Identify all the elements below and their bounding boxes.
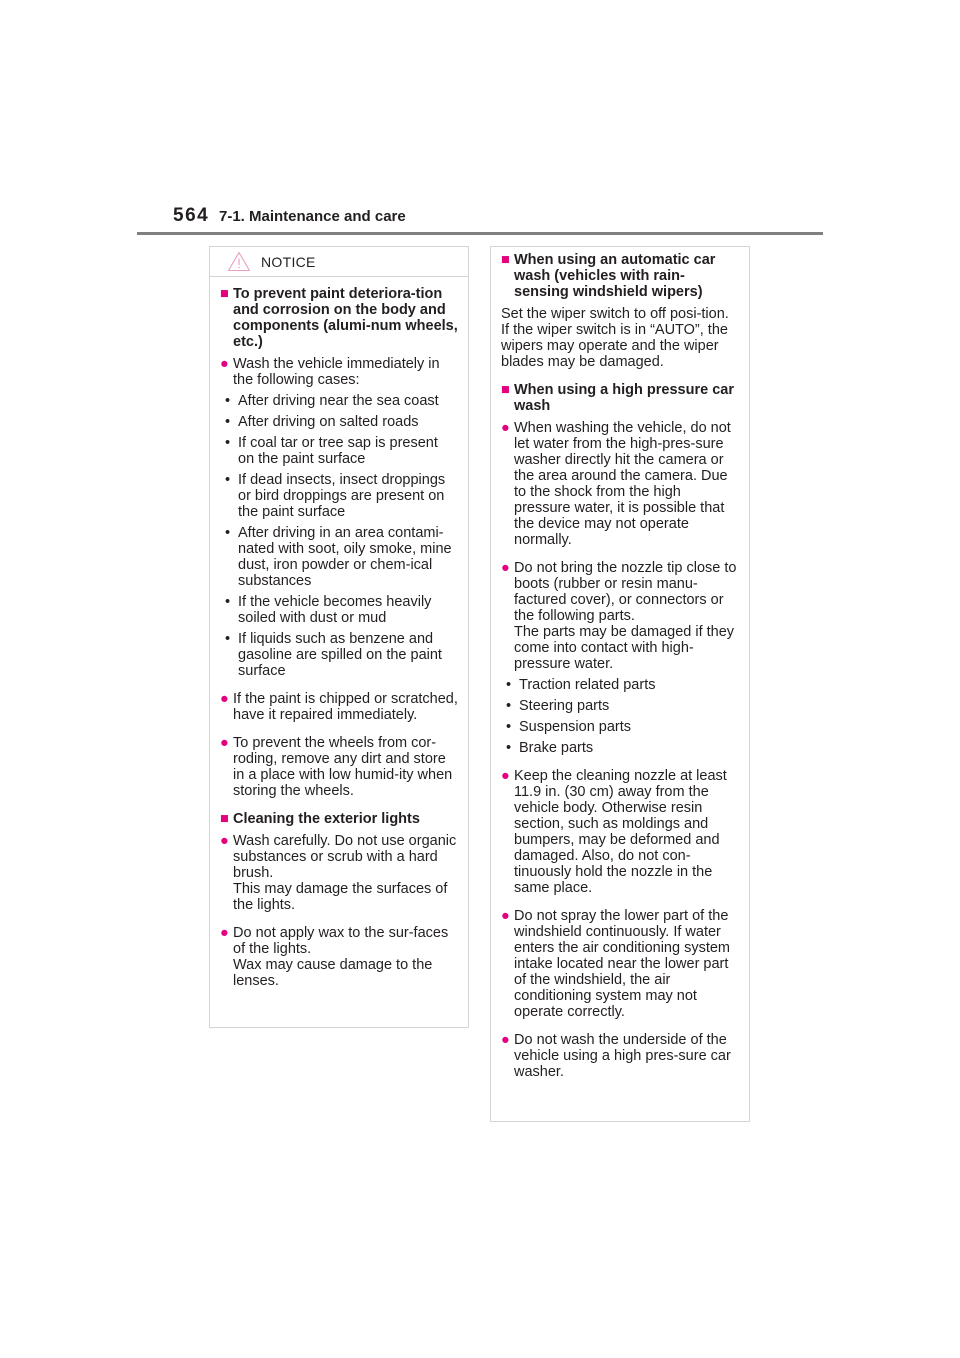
list-item: •Steering parts	[506, 698, 610, 714]
section-heading: ■When using an automatic car wash (vehic…	[501, 252, 716, 300]
round-bullet-icon: ●	[501, 420, 510, 436]
list-item: •Traction related parts	[506, 677, 656, 693]
square-bullet-icon: ■	[220, 811, 229, 827]
round-bullet-icon: ●	[501, 560, 510, 576]
list-item: •After driving on salted roads	[225, 414, 419, 430]
bullet-paragraph: ●Do not wash the underside of the vehicl…	[501, 1032, 731, 1080]
bullet-paragraph: ●If the paint is chipped or scratched, h…	[220, 691, 458, 723]
bullet-paragraph: ●Wash carefully. Do not use organic subs…	[220, 833, 457, 913]
list-item: •After driving near the sea coast	[225, 393, 439, 409]
round-bullet-icon: ●	[220, 735, 229, 751]
notice-content: ■When using an automatic car wash (vehic…	[491, 247, 749, 1080]
section-heading: ■To prevent paint deteriora-tion and cor…	[220, 286, 458, 350]
square-bullet-icon: ■	[501, 252, 510, 268]
list-item: •If coal tar or tree sap is present on t…	[225, 435, 438, 467]
round-bullet-icon: ●	[220, 925, 229, 941]
round-bullet-icon: ●	[220, 833, 229, 849]
bullet-paragraph: ●When washing the vehicle, do not let wa…	[501, 420, 731, 548]
bullet-paragraph: ●To prevent the wheels from cor-roding, …	[220, 735, 453, 799]
list-item: •If dead insects, insect droppings or bi…	[225, 472, 446, 520]
bullet-paragraph: ●Keep the cleaning nozzle at least 11.9 …	[501, 768, 727, 896]
header-rule	[137, 232, 823, 235]
notice-label: NOTICE	[261, 254, 316, 270]
round-bullet-icon: ●	[220, 356, 229, 372]
round-bullet-icon: ●	[220, 691, 229, 707]
bullet-paragraph: ●Do not bring the nozzle tip close to bo…	[501, 560, 737, 672]
warning-triangle-icon	[227, 251, 251, 272]
list-item: •After driving in an area contami-nated …	[225, 525, 452, 589]
round-bullet-icon: ●	[501, 908, 510, 924]
list-item: •If the vehicle becomes heavily soiled w…	[225, 594, 432, 626]
notice-box-left: NOTICE ■To prevent paint deteriora-tion …	[209, 246, 469, 1028]
list-item: •Suspension parts	[506, 719, 632, 735]
square-bullet-icon: ■	[501, 382, 510, 398]
bullet-paragraph: ●Do not spray the lower part of the wind…	[501, 908, 730, 1020]
section-title: 7-1. Maintenance and care	[219, 208, 406, 225]
bullet-paragraph: ●Wash the vehicle immediately in the fol…	[220, 356, 440, 388]
section-heading: ■When using a high pressure car wash	[501, 382, 734, 414]
list-item: •Brake parts	[506, 740, 594, 756]
bullet-paragraph: ●Do not apply wax to the sur-faces of th…	[220, 925, 449, 989]
notice-content: ■To prevent paint deteriora-tion and cor…	[210, 277, 468, 989]
round-bullet-icon: ●	[501, 1032, 510, 1048]
notice-header: NOTICE	[210, 247, 468, 277]
notice-box-right: ■When using an automatic car wash (vehic…	[490, 246, 750, 1122]
square-bullet-icon: ■	[220, 286, 229, 302]
page-number: 564	[173, 205, 210, 226]
section-heading: ■Cleaning the exterior lights	[220, 811, 420, 827]
list-item: •If liquids such as benzene and gasoline…	[225, 631, 442, 679]
round-bullet-icon: ●	[501, 768, 510, 784]
paragraph: Set the wiper switch to off posi-tion.If…	[501, 306, 729, 370]
